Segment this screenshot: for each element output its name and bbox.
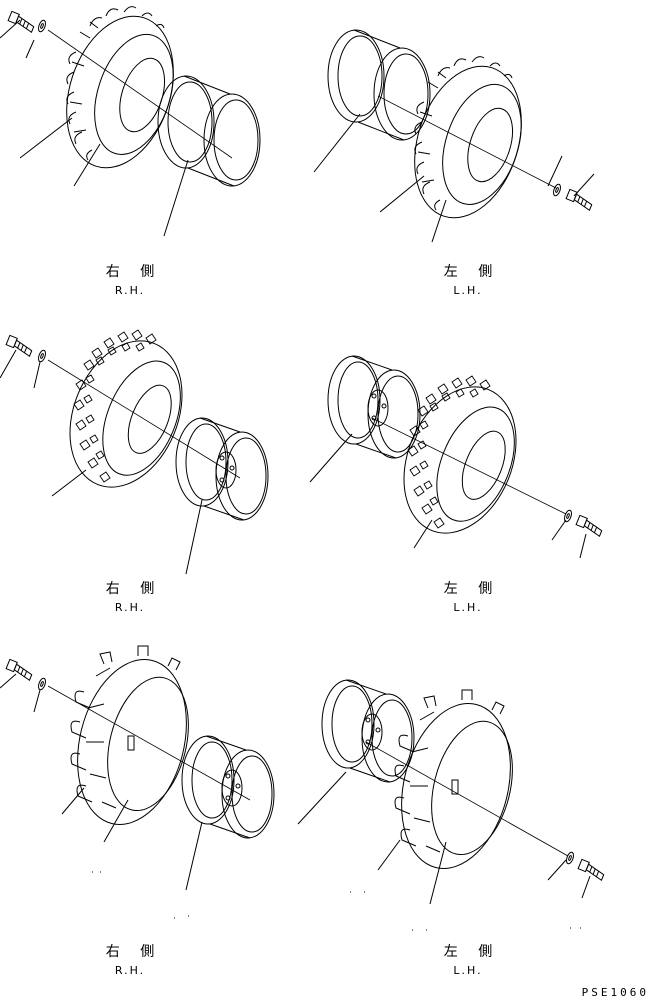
wheel-rim-icon (181, 735, 275, 839)
caption-en: L.H. (453, 284, 483, 297)
wheel-rim-icon (327, 355, 421, 459)
row3-right-assembly (0, 645, 275, 919)
wheel-rim-icon (157, 75, 261, 187)
row2-right-side-left-assembly (309, 355, 605, 559)
axis-line (377, 95, 557, 189)
axis-line (47, 685, 251, 801)
row1-right-assembly (0, 1, 261, 237)
caption-rh-row2: 右 側 R.H. (70, 582, 190, 613)
leader-lines (0, 19, 189, 237)
washer-icon (551, 182, 563, 198)
tire-icon (384, 689, 528, 881)
dim-marks (92, 871, 189, 919)
caption-en: L.H. (453, 601, 483, 614)
axis-line (371, 417, 567, 515)
caption-jp: 右 側 (105, 264, 163, 280)
caption-rh-row1: 右 側 R.H. (70, 265, 190, 296)
bolt-icon (564, 188, 595, 211)
axis-line (47, 359, 241, 479)
caption-en: L.H. (453, 964, 483, 977)
tire-icon (395, 51, 541, 233)
wheel-rim-icon (175, 417, 269, 521)
caption-en: R.H. (114, 284, 146, 297)
leader-lines (297, 771, 591, 905)
bolt-icon (6, 10, 37, 33)
tire-icon (60, 645, 204, 837)
washer-icon (36, 348, 48, 364)
row1-left-assembly (313, 29, 595, 243)
caption-en: R.H. (114, 601, 146, 614)
caption-jp: 左 側 (443, 944, 501, 960)
leader-lines (0, 349, 203, 575)
tire-icon (382, 369, 538, 551)
wheel-rim-icon (321, 679, 415, 783)
bolt-icon (4, 658, 35, 681)
washer-icon (36, 18, 48, 34)
caption-lh-row3: 左 側 L.H. (408, 945, 528, 976)
bolt-icon (4, 334, 35, 357)
tire-icon (48, 323, 204, 505)
washer-icon (564, 850, 576, 866)
row2-right-assembly (0, 323, 269, 575)
leader-lines (313, 113, 595, 243)
caption-rh-row3: 右 側 R.H. (70, 945, 190, 976)
drawing-code: PSE1060 (581, 986, 649, 999)
wheel-rim-icon (327, 29, 431, 141)
leader-lines (309, 433, 587, 559)
caption-lh-row2: 左 側 L.H. (408, 582, 528, 613)
washer-icon (36, 676, 48, 692)
row3-left-assembly (297, 679, 607, 931)
caption-jp: 左 側 (443, 581, 501, 597)
caption-lh-row1: 左 側 L.H. (408, 265, 528, 296)
tire-icon (47, 1, 193, 183)
axis-line (365, 741, 569, 857)
leader-lines (0, 673, 203, 891)
dim-marks (350, 891, 581, 931)
bolt-icon (574, 514, 605, 537)
caption-jp: 左 側 (443, 264, 501, 280)
washer-icon (562, 508, 574, 524)
caption-jp: 右 側 (105, 944, 163, 960)
caption-jp: 右 側 (105, 581, 163, 597)
bolt-icon (576, 858, 607, 881)
caption-en: R.H. (114, 964, 146, 977)
axis-line (47, 29, 233, 159)
